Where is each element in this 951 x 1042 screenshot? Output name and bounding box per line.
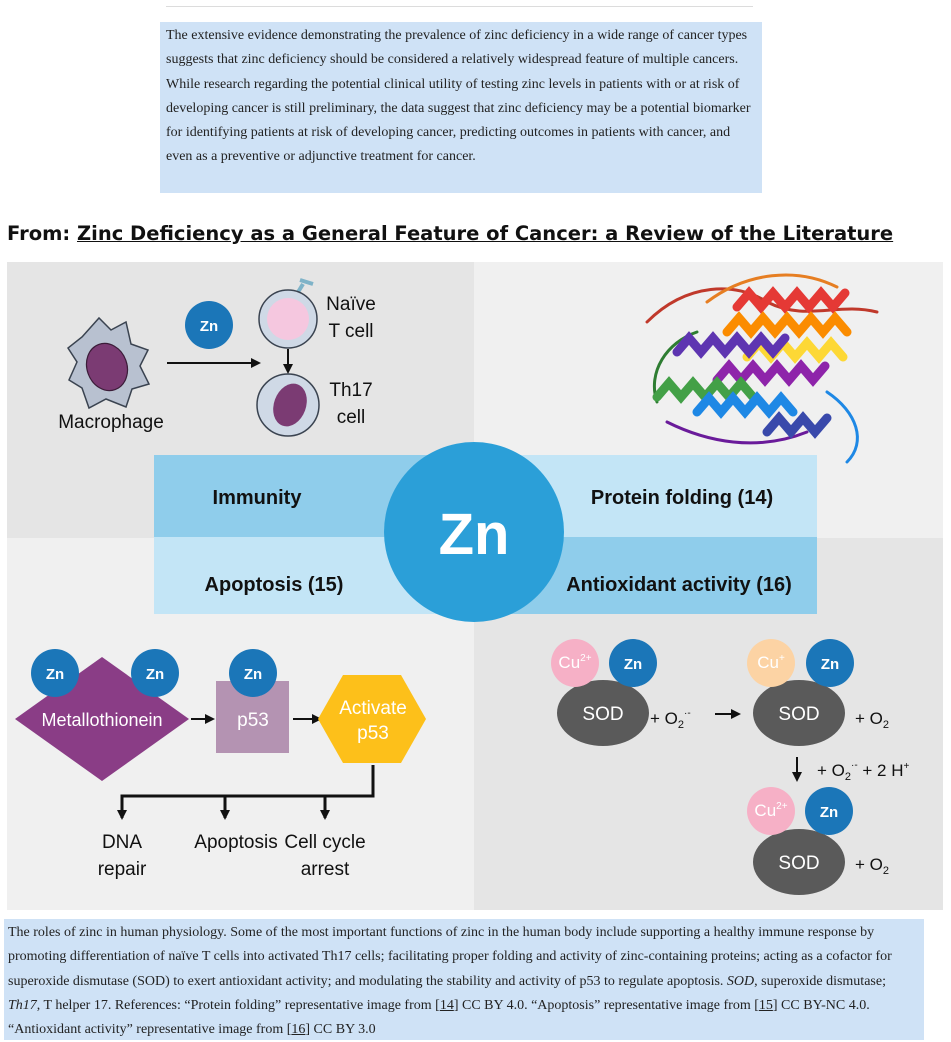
naive-label-line2: T cell [328, 321, 373, 342]
activate-p53-hexagon: Activate p53 [318, 675, 426, 763]
cell-cycle-line2: arrest [301, 859, 350, 880]
dna-repair-line1: DNA [102, 832, 142, 853]
p53-label: p53 [237, 710, 269, 731]
th17-label-line2: cell [337, 407, 366, 428]
zn-label: Zn [820, 804, 838, 821]
zn-label: Zn [200, 318, 218, 335]
top-rule [166, 6, 753, 7]
apoptosis-label: Apoptosis (15) [205, 574, 344, 596]
sod-label: SOD [778, 853, 819, 874]
caption-references: ] CC BY-NC 4.0. “Antioxidant activity” r… [8, 997, 870, 1038]
caption-abbr-th17-def: , T helper 17 [36, 997, 108, 1013]
central-zn-circle: Zn [384, 442, 564, 622]
th17-label-line1: Th17 [329, 380, 372, 401]
figure-caption: The roles of zinc in human physiology. S… [4, 919, 924, 1040]
activate-label-line1: Activate [339, 698, 407, 719]
caption-abbr-sod-def: , superoxide dismutase; [754, 973, 886, 989]
immunity-label: Immunity [213, 487, 303, 509]
dna-repair-line2: repair [98, 859, 147, 880]
sod-complex-reduced: SOD Cu+ Zn [747, 639, 854, 746]
caption-text: The roles of zinc in human physiology. S… [8, 925, 892, 989]
reference-link-16[interactable]: 16 [291, 1022, 306, 1038]
sod-label: SOD [582, 704, 623, 725]
antioxidant-label: Antioxidant activity (16) [566, 574, 792, 596]
protein-folding-label: Protein folding (14) [591, 487, 773, 509]
oxygen-product-1: + O2 [855, 709, 889, 731]
naive-t-cell [258, 278, 318, 349]
zinc-roles-figure: Macrophage Zn Naïve T cell Th17 cell [7, 262, 943, 910]
protein-structure-image [645, 273, 879, 464]
abstract-highlight: The extensive evidence demonstrating the… [160, 22, 762, 193]
zn-label: Zn [146, 666, 164, 683]
caption-references: . References: “Protein folding” represen… [107, 997, 440, 1013]
th17-cell [256, 373, 320, 437]
zn-label: Zn [244, 666, 262, 683]
reference-link-15[interactable]: 15 [758, 997, 773, 1013]
zn-label: Zn [624, 656, 642, 673]
article-link[interactable]: Zinc Deficiency as a General Feature of … [77, 222, 894, 245]
zn-label: Zn [821, 656, 839, 673]
macrophage-label: Macrophage [58, 412, 164, 433]
superoxide-reactant: + O2·- [650, 708, 691, 731]
second-reactant: + O2·- + 2 H+ [817, 760, 910, 783]
zn-badge-mt-right: Zn [131, 649, 179, 697]
macrophage-cell [67, 316, 151, 410]
central-zn-label: Zn [439, 502, 510, 567]
sod-complex-regenerated: SOD Cu2+ Zn [747, 787, 853, 895]
caption-abbr-sod: SOD [726, 973, 755, 989]
naive-label-line1: Naïve [326, 294, 376, 315]
source-prefix: From: [7, 222, 77, 245]
cu2-label: Cu2+ [558, 653, 591, 672]
sod-complex-initial: SOD Cu2+ Zn [551, 639, 657, 746]
caption-references: ] CC BY 4.0. “Apoptosis” representative … [453, 997, 759, 1013]
activate-label-line2: p53 [357, 723, 389, 744]
abstract-text: The extensive evidence demonstrating the… [166, 28, 751, 165]
zn-badge-immunity: Zn [185, 301, 233, 349]
reference-link-14[interactable]: 14 [439, 997, 454, 1013]
zn-badge-p53: Zn [229, 649, 277, 697]
zn-label: Zn [46, 666, 64, 683]
cell-cycle-line1: Cell cycle [284, 832, 365, 853]
cu2-label: Cu2+ [754, 801, 787, 820]
sod-label: SOD [778, 704, 819, 725]
outcome-branch-arrows [117, 765, 375, 820]
zn-badge-mt-left: Zn [31, 649, 79, 697]
cu1-label: Cu+ [757, 653, 785, 672]
source-heading: From: Zinc Deficiency as a General Featu… [7, 222, 893, 245]
caption-abbr-th17: Th17 [8, 997, 37, 1013]
metallothionein-label: Metallothionein [41, 710, 162, 730]
caption-references: ] CC BY 3.0 [305, 1022, 376, 1038]
oxygen-product-2: + O2 [855, 855, 889, 877]
apoptosis-outcome-label: Apoptosis [194, 832, 277, 853]
